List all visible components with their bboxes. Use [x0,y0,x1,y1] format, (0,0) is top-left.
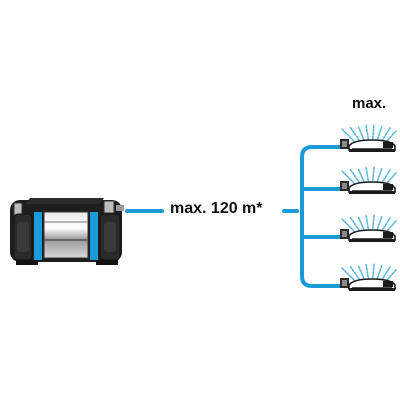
sprinkler-icon [339,124,397,153]
sprinkler-icon [339,214,397,243]
sprinkler-max-label: max. [352,95,387,112]
distance-label: max. 120 m* [170,200,263,217]
sprinkler-icon [339,263,397,292]
water-pump-icon [10,198,124,265]
hose-distribution-bracket [300,145,342,288]
sprinkler-icon [339,166,397,195]
